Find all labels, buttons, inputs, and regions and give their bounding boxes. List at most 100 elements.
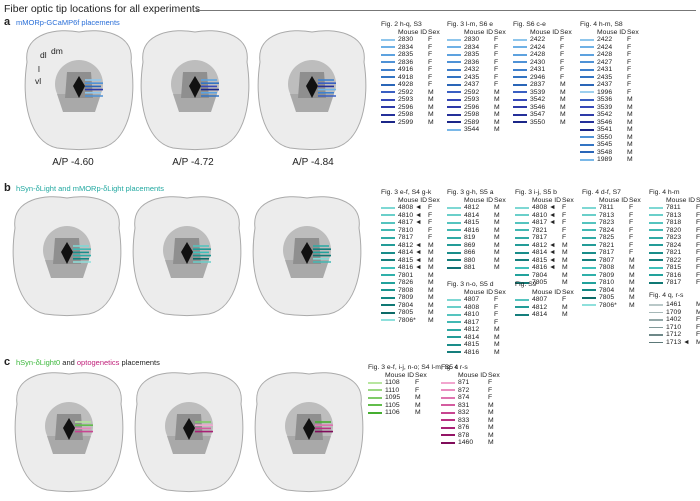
mouse-id: 2835	[398, 51, 414, 58]
color-swatch	[513, 46, 527, 49]
mouse-sex: M	[560, 88, 566, 96]
mouse-sex: F	[494, 81, 499, 88]
mouse-id: 4814	[464, 333, 480, 341]
mouse-id: 2830	[464, 36, 480, 43]
mouse-sex: F	[494, 66, 499, 73]
mouse-id: 876	[458, 424, 470, 431]
col-header-sex: Sex	[562, 196, 574, 204]
color-swatch	[368, 404, 382, 407]
mouse-sex: M	[488, 431, 494, 439]
mouse-sex: F	[629, 226, 634, 234]
mouse-id: 7801	[398, 271, 414, 279]
region-label-dl: dl	[40, 50, 47, 60]
mouse-sex: F	[562, 204, 567, 211]
table-row: 1713 ◄M	[649, 339, 700, 347]
brain-slice-diagram	[134, 372, 244, 492]
mouse-sex: F	[696, 241, 700, 249]
mouse-id: 4812	[532, 303, 548, 311]
mouse-sex: F	[696, 331, 700, 339]
mouse-sex: M	[494, 256, 500, 264]
mouse-sex: F	[428, 51, 433, 58]
col-header-sex: Sex	[428, 28, 440, 36]
mouse-sex: M	[428, 118, 434, 126]
color-swatch	[441, 411, 455, 414]
pag-lower	[165, 260, 209, 278]
mouse-sex: F	[629, 234, 634, 241]
col-header-mouse-id: Mouse ID	[458, 371, 488, 379]
mouse-sex: M	[629, 294, 635, 301]
mouse-id: 7826	[398, 279, 414, 286]
color-swatch	[381, 266, 395, 269]
aqueduct	[63, 418, 75, 440]
mouse-id: 7808	[398, 286, 414, 294]
color-swatch	[649, 214, 663, 217]
color-swatch	[441, 426, 455, 429]
mouse-sex: M	[488, 424, 494, 431]
color-swatch	[582, 296, 596, 299]
mouse-id: 3550	[597, 133, 613, 141]
color-swatch	[649, 281, 663, 284]
mouse-id: 4918	[398, 73, 414, 81]
mouse-sex: M	[494, 241, 500, 249]
mouse-id: 2422	[597, 36, 613, 43]
mouse-sex: F	[629, 204, 634, 211]
mouse-sex: F	[629, 219, 634, 226]
table-row: 4810 ◄F	[381, 212, 438, 220]
color-swatch	[447, 221, 461, 224]
brain-slice-diagram	[254, 372, 364, 492]
col-header-sex: Sex	[494, 196, 506, 204]
brain-slice-diagram	[132, 196, 242, 316]
mouse-id: 7822	[666, 256, 682, 264]
color-swatch	[649, 334, 663, 336]
mouse-sex: F	[428, 58, 433, 66]
color-swatch	[513, 83, 527, 86]
mouse-sex: M	[627, 118, 633, 126]
mouse-sex: M	[494, 211, 500, 219]
mouse-sex: M	[494, 103, 500, 111]
mouse-sex: M	[627, 96, 633, 103]
mouse-sex: M	[494, 219, 500, 226]
color-swatch	[447, 214, 461, 217]
color-swatch	[381, 311, 395, 314]
color-swatch	[447, 91, 461, 94]
mouse-id: 4810 ◄	[532, 211, 556, 219]
mouse-sex: F	[488, 386, 493, 394]
color-swatch	[447, 251, 461, 254]
mouse-sex: M	[494, 118, 500, 126]
mouse-sex: F	[494, 318, 499, 326]
color-swatch	[582, 304, 596, 307]
mouse-sex: F	[415, 386, 420, 394]
color-swatch	[447, 128, 461, 131]
mouse-id: 866	[464, 249, 476, 256]
color-swatch	[447, 229, 461, 232]
color-swatch	[447, 351, 461, 354]
col-header-mouse-id: Mouse ID	[398, 196, 428, 204]
mouse-id: 832	[458, 409, 470, 416]
table-row: 4816 ◄M	[381, 264, 438, 272]
col-header-sex: Sex	[494, 28, 506, 36]
mouse-id: 878	[458, 431, 470, 439]
mouse-sex: F	[562, 226, 567, 234]
color-swatch	[580, 151, 594, 154]
mouse-id: 871	[458, 379, 470, 386]
mouse-id: 4808 ◄	[398, 204, 422, 211]
mouse-sex: F	[696, 219, 700, 226]
mouse-sex: F	[560, 66, 565, 73]
